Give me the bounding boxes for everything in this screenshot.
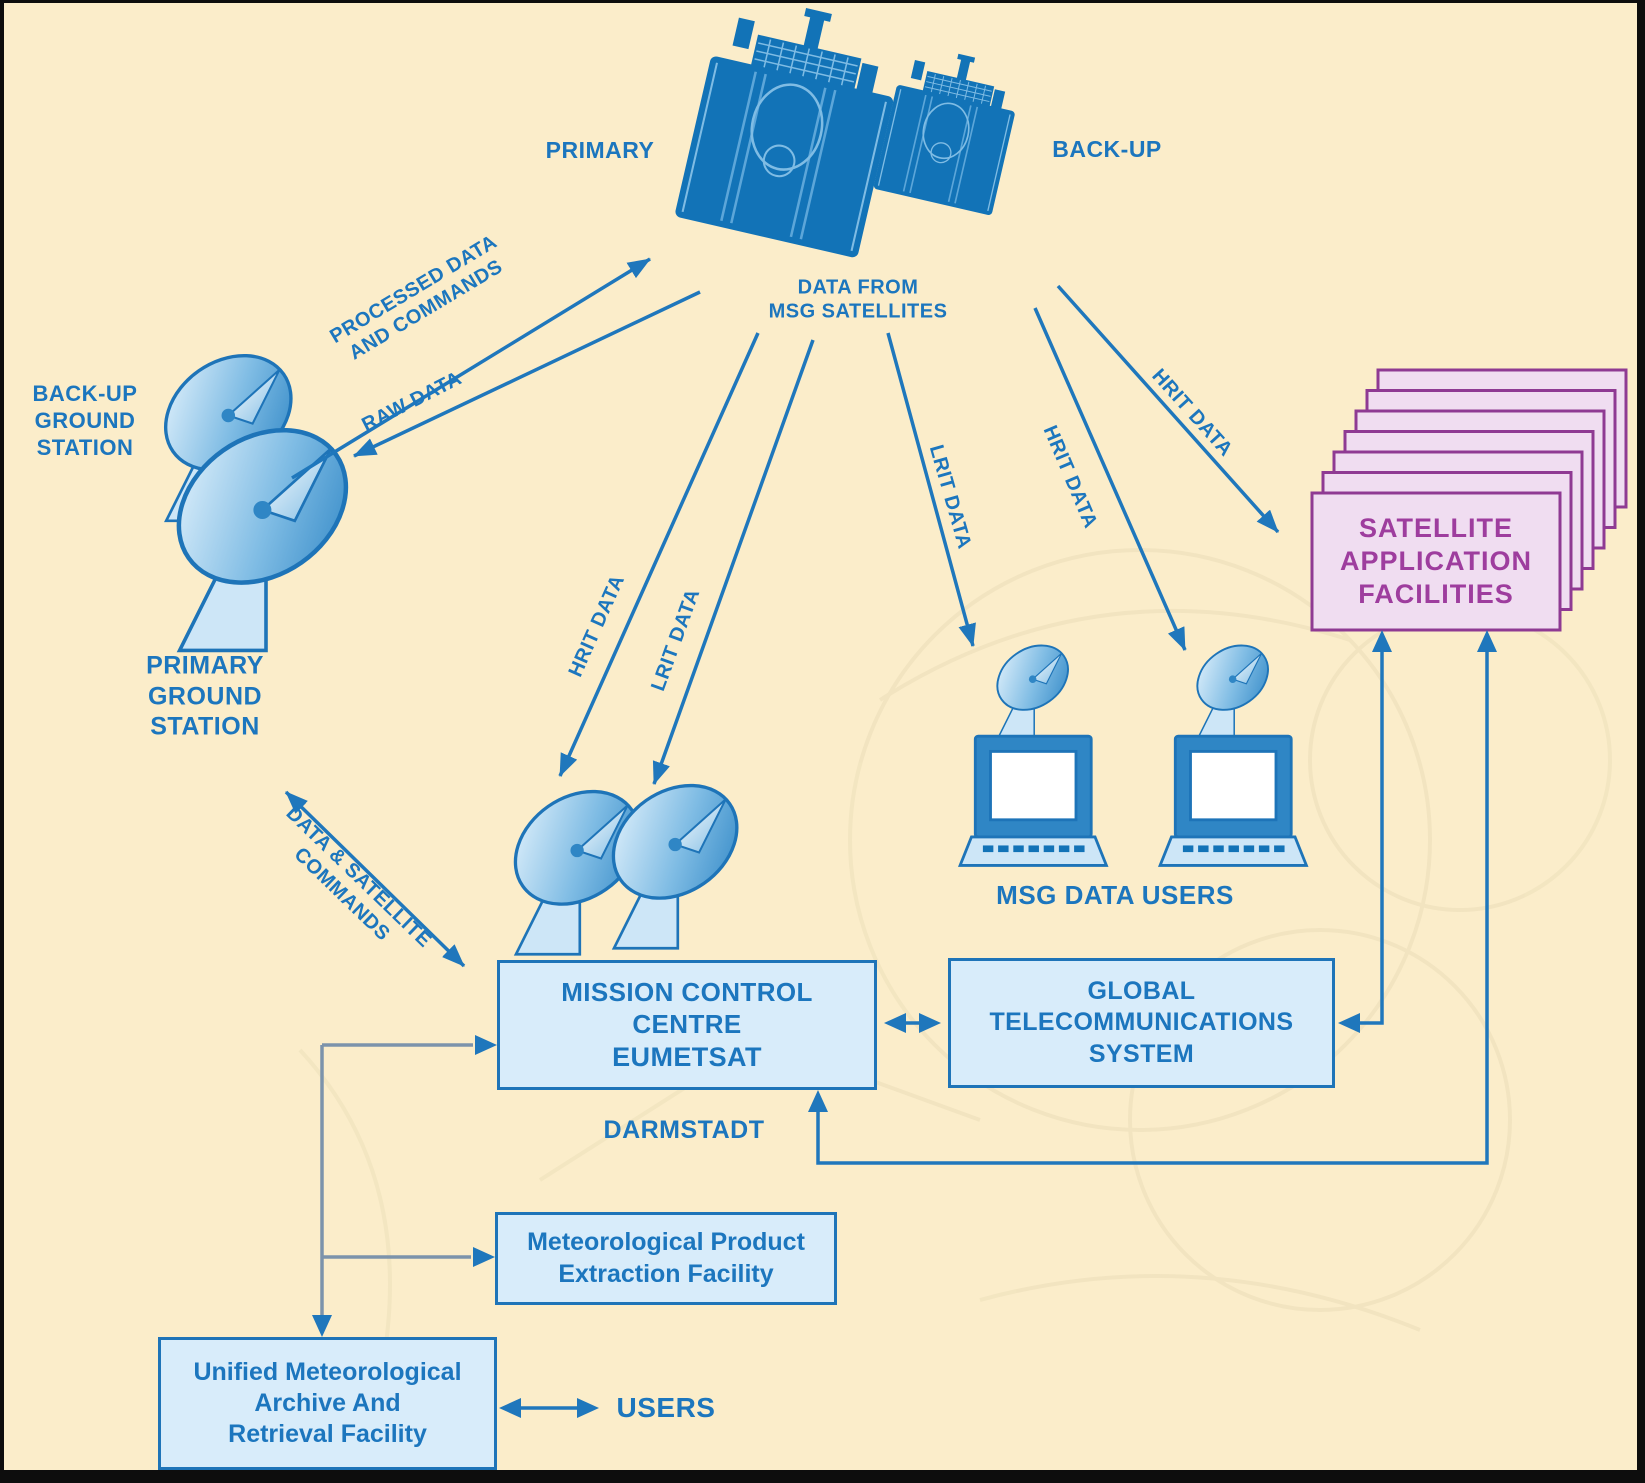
mcc-dish-icon: [590, 760, 761, 950]
frame-top: [0, 0, 1645, 3]
msg-user-terminal-icon: [1160, 632, 1306, 865]
users-label: USERS: [616, 1391, 716, 1423]
frame-left: [0, 0, 4, 1483]
frame-bottom: [0, 1470, 1645, 1483]
frame-right: [1637, 0, 1645, 1483]
arrow-hrit-to-saf: [1056, 284, 1280, 534]
primary-satellite-icon: [672, 0, 911, 260]
connector-gts-saf: [1358, 650, 1384, 1025]
arrow-lrit-to-mcc: [652, 339, 815, 785]
arrow-hrit-to-mcc: [558, 332, 760, 777]
satellite-application-facilities-label: SATELLITE APPLICATION FACILITIES: [1340, 513, 1532, 609]
arrow-processed-data-commands: [291, 257, 651, 480]
primary-satellite-label: PRIMARY: [545, 136, 655, 163]
primary-ground-station-label: PRIMARY GROUND STATION: [146, 651, 264, 741]
connector-arrowheads: [312, 630, 1497, 1418]
connector-mcc-mpef-umarf: [320, 1043, 473, 1318]
msg-data-users-label: MSG DATA USERS: [996, 880, 1234, 911]
arrow-hrit-to-users: [1033, 307, 1187, 651]
connector-mcc-saf-loop: [816, 650, 1489, 1165]
global-telecommunications-system-box: GLOBAL TELECOMMUNICATIONS SYSTEM: [948, 958, 1335, 1088]
meteorological-product-extraction-facility-box: Meteorological Product Extraction Facili…: [495, 1212, 837, 1305]
msg-user-terminal-icon: [960, 632, 1106, 865]
arrow-lrit-to-users: [886, 332, 976, 647]
unified-meteorological-archive-box: Unified Meteorological Archive And Retri…: [158, 1337, 497, 1470]
backup-satellite-label: BACK-UP: [1052, 135, 1162, 162]
satellite-application-facilities-stack: [1310, 368, 1628, 632]
eumetsat-label: EUMETSAT: [612, 1041, 762, 1072]
backup-ground-station-label: BACK-UP GROUND STATION: [32, 380, 138, 460]
mission-control-centre-box: MISSION CONTROL CENTRE EUMETSAT: [497, 960, 877, 1090]
backup-satellite-icon: [872, 41, 1027, 217]
arrow-raw-data: [353, 290, 701, 458]
data-from-msg-label: DATA FROM MSG SATELLITES: [768, 276, 948, 323]
darmstadt-caption: DARMSTADT: [603, 1115, 765, 1144]
arrow-data-satellite-commands: [284, 790, 466, 968]
